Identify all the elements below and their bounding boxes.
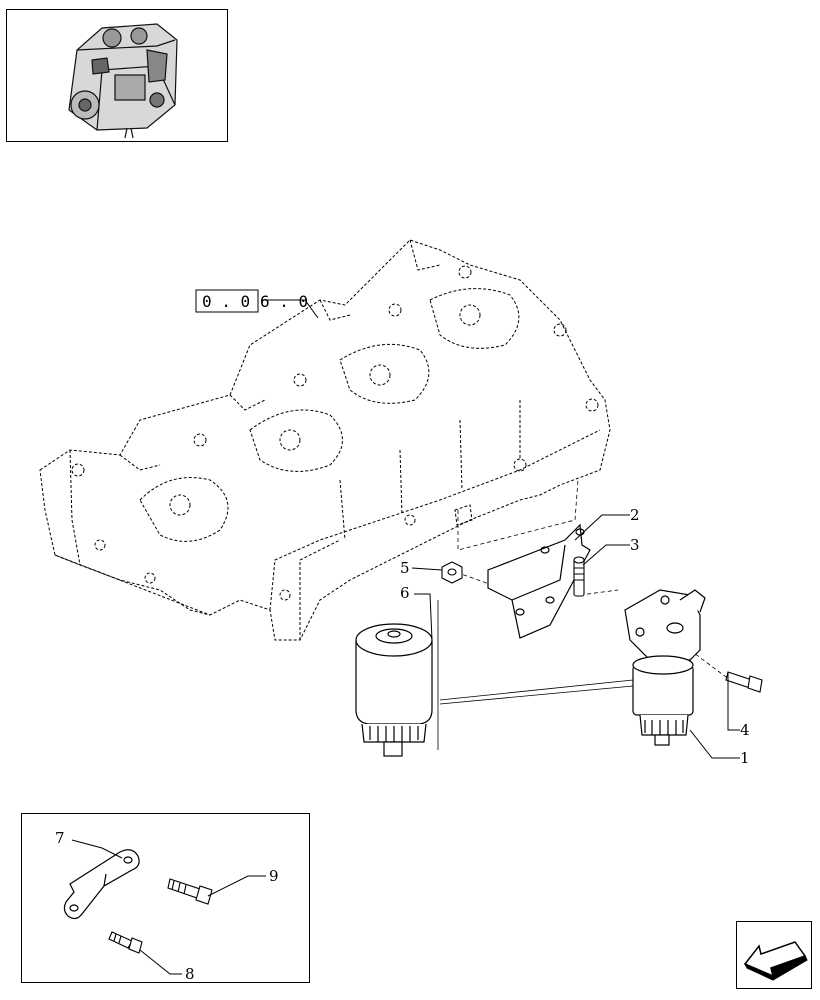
- cartridge-to-bowl-lines: [437, 600, 634, 750]
- detail-inset-frame: 7 8 9: [21, 813, 310, 983]
- bolt-part-9: [167, 878, 213, 905]
- engine-thumbnail-frame: [6, 9, 228, 142]
- previous-page-nav-button[interactable]: [736, 921, 812, 989]
- bolt-part-8: [108, 931, 143, 954]
- callout-4: 4: [740, 721, 750, 739]
- callout-6: 6: [400, 584, 410, 602]
- mounting-bracket-part: [487, 523, 591, 639]
- callout-8: 8: [185, 965, 195, 983]
- engine-thumbnail-icon: [68, 23, 178, 139]
- reference-rest-text: 6 . 0: [260, 292, 308, 311]
- bolt-part-4: [725, 671, 763, 693]
- callout-leader-lines: [262, 299, 740, 759]
- reference-boxed-text: 0 . 0: [202, 292, 250, 311]
- detail-inset-drawing: 7 8 9: [55, 829, 279, 983]
- clip-bracket-part-7: [63, 849, 140, 920]
- callout-1: 1: [740, 749, 750, 767]
- callout-2: 2: [630, 506, 640, 524]
- callout-3: 3: [630, 536, 640, 554]
- callout-5: 5: [400, 559, 410, 577]
- fuel-filter-assembly-part-1: [624, 589, 706, 746]
- bolt-part-3: [573, 556, 585, 597]
- reference-box: [195, 289, 259, 313]
- previous-page-arrow-icon: [743, 941, 808, 981]
- cylinder-head-phantom: [39, 239, 611, 641]
- nut-part-5: [441, 561, 463, 584]
- callout-7: 7: [55, 829, 65, 847]
- reference-code: 0 . 0 6 . 0: [195, 289, 308, 313]
- filter-cartridge-part-6: [355, 623, 433, 757]
- callout-9: 9: [269, 867, 279, 885]
